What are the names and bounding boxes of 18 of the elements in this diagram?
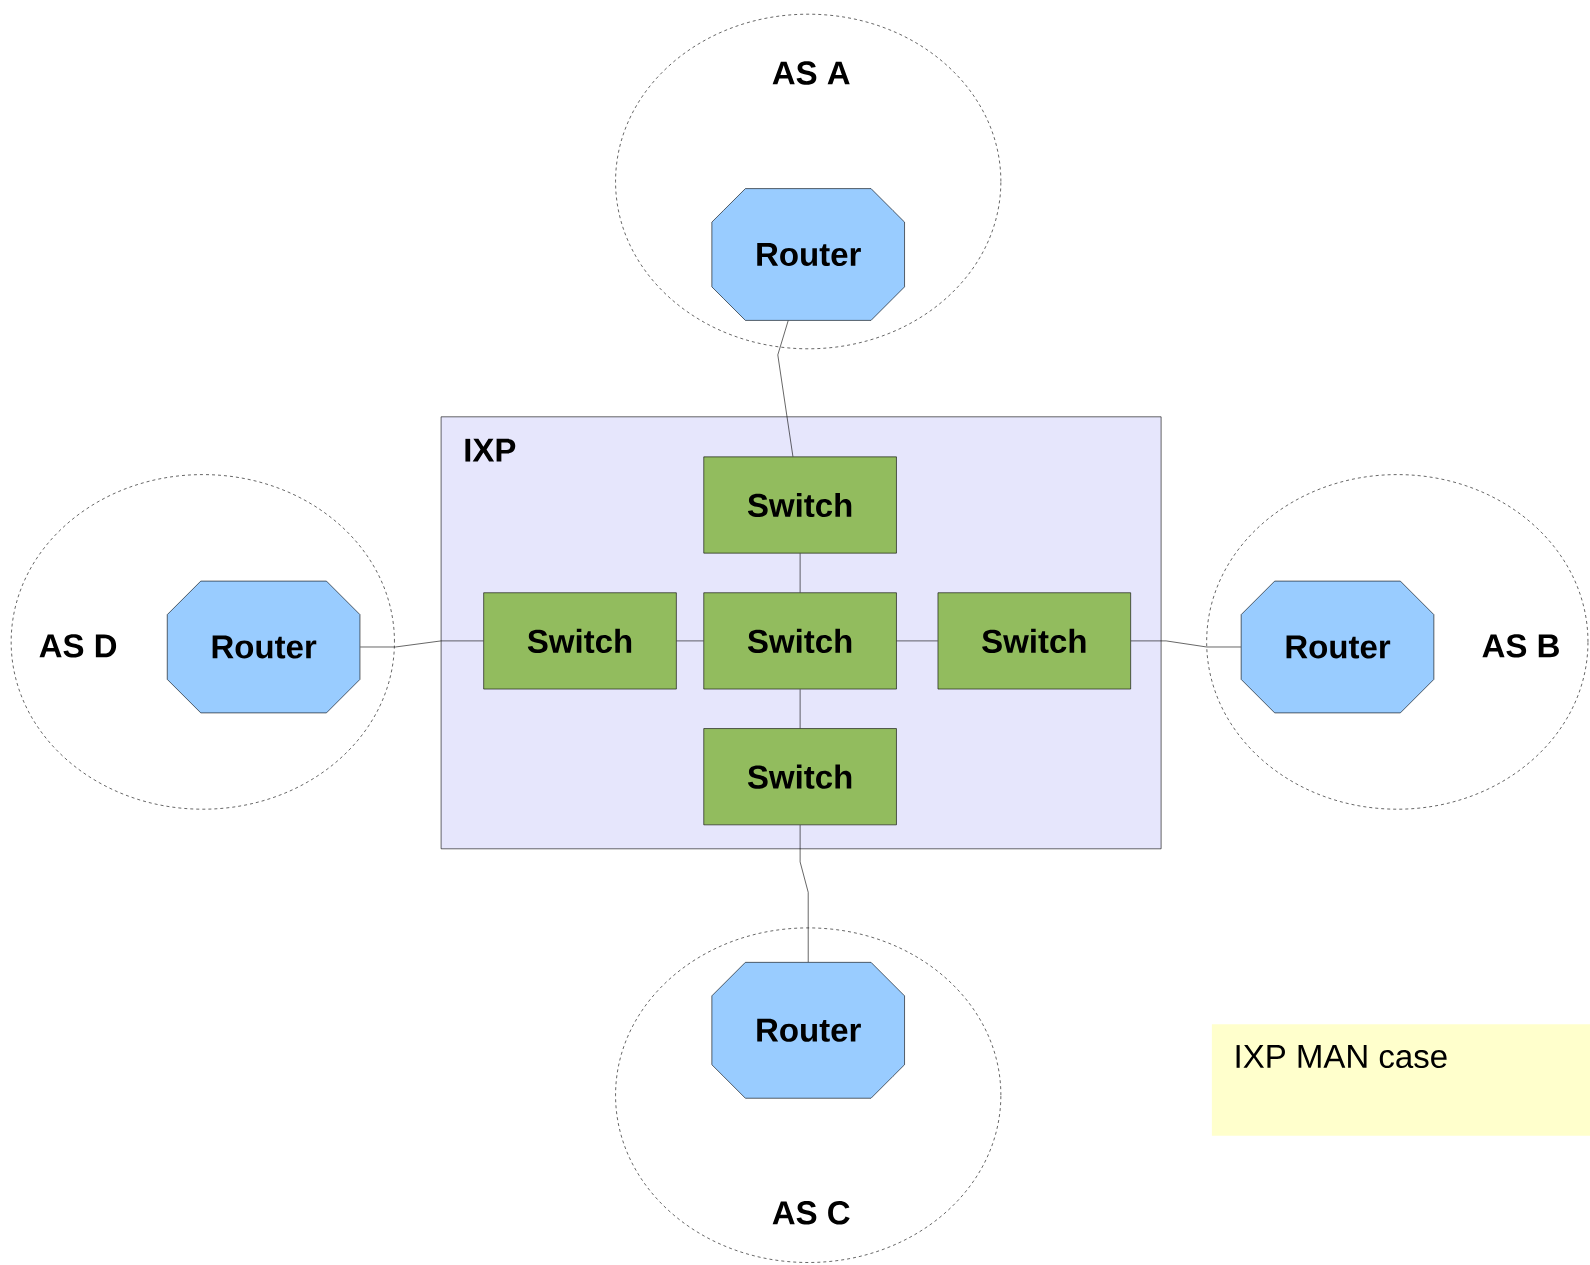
link-line (799, 824, 809, 963)
switch-box: Switch (703, 456, 897, 554)
link-line (799, 689, 801, 729)
router-octagon: Router (1240, 580, 1435, 714)
router-octagon: Router (166, 580, 361, 714)
link-line (676, 640, 704, 642)
switch-box: Switch (703, 592, 897, 690)
switch-box: Switch (703, 728, 897, 826)
switch-box: Switch (483, 592, 677, 690)
link-line (1130, 640, 1242, 648)
link-line (777, 320, 794, 457)
link-line (896, 640, 938, 642)
router-octagon: Router (711, 962, 905, 1099)
link-line (799, 553, 801, 593)
switch-box: Switch (937, 592, 1131, 690)
link-line (359, 640, 484, 648)
router-octagon: Router (711, 188, 905, 321)
note-box: IXP MAN case (1211, 1024, 1590, 1136)
